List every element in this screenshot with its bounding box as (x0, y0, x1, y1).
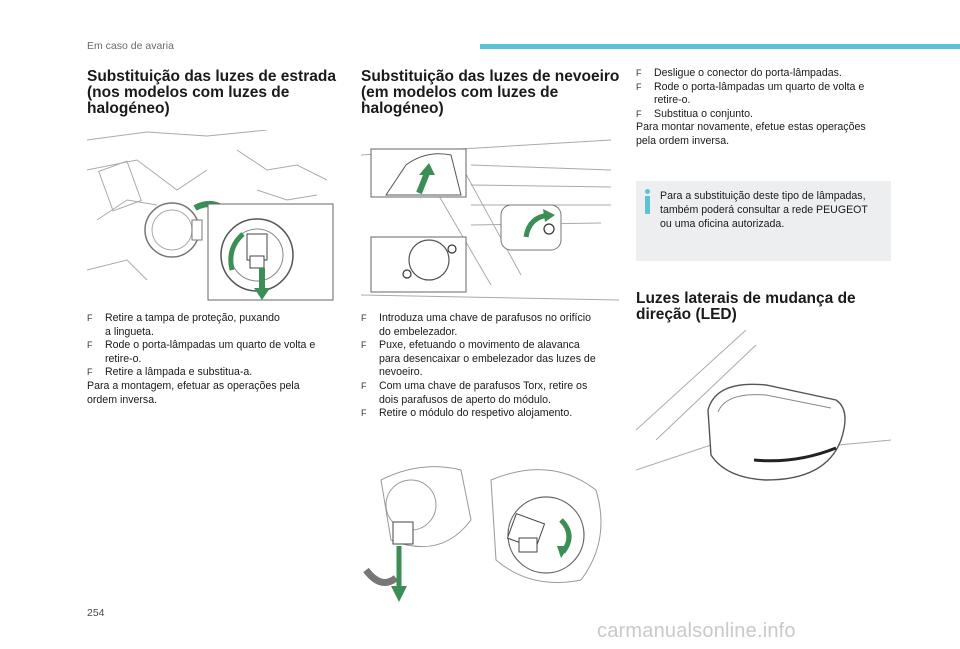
info-box: Para a substituição deste tipo de lâmpad… (636, 181, 891, 261)
info-text: Para a substituição deste tipo de lâmpad… (660, 190, 868, 230)
side-mirror-icon (707, 383, 846, 481)
checkbox-bullet-icon: F (636, 68, 642, 78)
list-item: F Rode o porta-lâmpadas um quarto de vol… (87, 339, 316, 365)
section-header: Em caso de avaria (87, 40, 174, 52)
list-item: F Substitua o conjunto. (636, 107, 753, 120)
checkbox-bullet-icon: F (361, 340, 367, 351)
fog-light-module-illustration (361, 460, 619, 610)
checkbox-bullet-icon: F (87, 313, 93, 323)
header-accent-bar (480, 44, 960, 49)
side-mirror-illustration (636, 330, 891, 500)
title-line: Substituição das luzes de estrada (87, 68, 336, 85)
list-item: F Com uma chave de parafusos Torx, retir… (361, 379, 588, 406)
page-number: 254 (87, 607, 105, 619)
list-item: F Introduza uma chave de parafusos no or… (361, 312, 591, 338)
list-item: F Rode o porta-lâmpadas um quarto de vol… (636, 80, 865, 107)
title-line: halogéneo) (87, 100, 170, 117)
checkbox-bullet-icon: F (361, 380, 367, 391)
title-line: Substituição das luzes de nevoeiro (361, 68, 620, 85)
checkbox-bullet-icon: F (361, 313, 367, 323)
led-indicator-strip (753, 446, 837, 463)
closing-text: Para a montagem, efetuar as operações pe… (87, 379, 300, 392)
lamp-cover-icon (144, 202, 203, 258)
closing-text: Para montar novamente, efetue estas oper… (636, 121, 866, 134)
watermark: carmanualsonline.info (597, 620, 796, 642)
checkbox-bullet-icon: F (87, 340, 93, 351)
list-item: F Puxe, efetuando o movimento de alavanc… (361, 339, 596, 379)
fog-light-steps: F Introduza uma chave de parafusos no or… (361, 312, 621, 421)
pull-arrow-icon (228, 232, 270, 300)
title-line: (em modelos com luzes de (361, 84, 559, 101)
fog-light-bumper-illustration (361, 125, 619, 305)
screwdriver-arrow-icon (416, 163, 435, 195)
checkbox-bullet-icon: F (87, 367, 93, 378)
checkbox-bullet-icon: F (636, 81, 642, 92)
title-fog-lights: Substituição das luzes de nevoeiro (em m… (361, 69, 619, 117)
connector-steps: F Desligue o conector do porta-lâmpadas.… (636, 67, 894, 149)
bulb-holder-icon (392, 496, 585, 574)
title-line: halogéneo) (361, 100, 444, 117)
high-beam-illustration (87, 130, 337, 302)
checkbox-bullet-icon: F (361, 408, 367, 419)
list-item: F Retire a lâmpada e substitua-a. (87, 366, 253, 379)
title-line: direção (LED) (636, 306, 737, 323)
list-item: F Retire o módulo do respetivo alojament… (361, 407, 573, 420)
closing-text: ordem inversa. (87, 393, 158, 406)
pull-arrow-icon (391, 546, 407, 602)
title-line: Luzes laterais de mudança de (636, 290, 856, 307)
info-icon (644, 189, 652, 214)
rotate-arrow-icon (523, 209, 555, 238)
title-line: (nos modelos com luzes de (87, 84, 290, 101)
list-item: F Desligue o conector do porta-lâmpadas. (636, 67, 842, 79)
rotate-arrow-icon (557, 518, 572, 558)
checkbox-bullet-icon: F (636, 108, 642, 119)
closing-text: pela ordem inversa. (636, 134, 730, 147)
title-high-beam: Substituição das luzes de estrada (nos m… (87, 69, 336, 117)
title-led-indicators: Luzes laterais de mudança de direção (LE… (636, 291, 856, 323)
